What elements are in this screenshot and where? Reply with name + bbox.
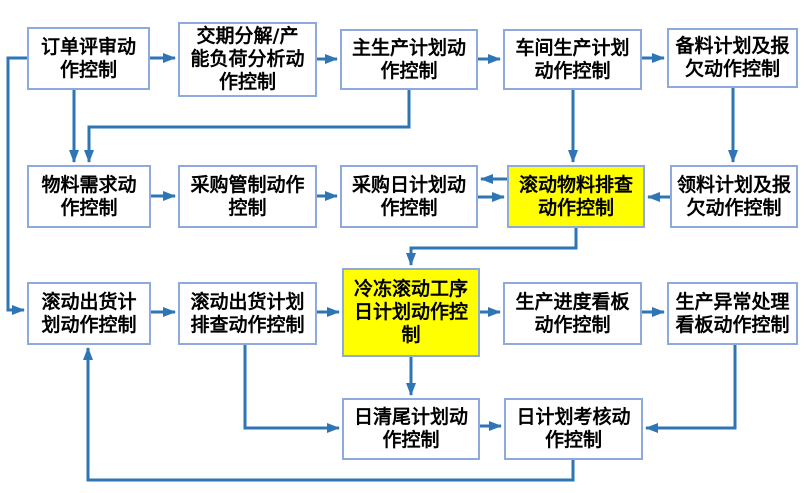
- node-rolling-shipment-plan: 滚动出货计 划动作控制: [27, 282, 151, 345]
- node-rolling-shipment-plan-check: 滚动出货计划 排查动作控制: [178, 282, 317, 345]
- node-production-progress-board: 生产进度看板 动作控制: [503, 282, 642, 345]
- node-daily-plan-assessment: 日计划考核动 作控制: [504, 398, 643, 460]
- node-order-review: 订单评审动 作控制: [27, 27, 150, 90]
- node-material-prep-plan-shortage: 备料计划及报 欠动作控制: [667, 28, 798, 88]
- node-workshop-production-plan: 车间生产计划 动作控制: [503, 29, 642, 90]
- node-purchase-daily-plan: 采购日计划动 作控制: [340, 165, 478, 228]
- node-delivery-breakdown-capacity: 交期分解/产 能负荷分析动 作控制: [178, 22, 317, 97]
- node-master-production-plan: 主生产计划动 作控制: [340, 29, 478, 90]
- node-production-exception-board: 生产异常处理 看板动作控制: [667, 282, 798, 345]
- node-purchase-control: 采购管制动作 控制: [178, 165, 317, 228]
- node-frozen-rolling-process-plan: 冷冻滚动工序 日计划动作控 制: [342, 268, 480, 357]
- node-material-requirement: 物料需求动 作控制: [27, 165, 151, 228]
- edge-rolling-material-check-to-frozen-daily-plan: [406, 228, 578, 266]
- node-picking-plan-shortage: 领料计划及报 欠动作控制: [670, 165, 798, 228]
- edge-master-plan-to-material-requirement: [84, 90, 411, 163]
- edge-daily-assessment-to-rolling-shipment-plan: [83, 347, 575, 482]
- node-daily-tail-clearing-plan: 日清尾计划动 作控制: [342, 398, 480, 460]
- edge-exception-board-to-daily-assessment: [645, 345, 737, 433]
- edge-order-review-to-rolling-shipment-plan: [6, 56, 27, 315]
- node-rolling-material-check: 滚动物料排查 动作控制: [507, 165, 645, 228]
- edge-shipment-check-to-daily-tail-plan: [243, 345, 340, 433]
